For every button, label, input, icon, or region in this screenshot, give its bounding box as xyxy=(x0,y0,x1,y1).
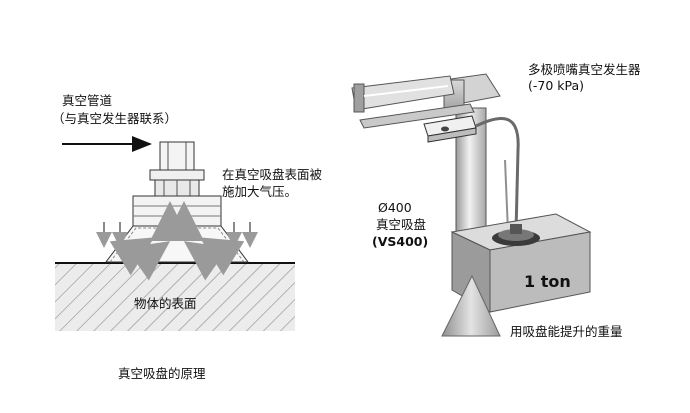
generator-label-line2: (-70 kPa) xyxy=(528,78,585,93)
pipe-label-line2: （与真空发生器联系） xyxy=(52,111,178,126)
vacuum-hose xyxy=(475,117,520,233)
surface-label: 物体的表面 xyxy=(134,296,197,311)
load-weight-label: 1 ton xyxy=(524,272,571,291)
support-cone xyxy=(441,274,501,337)
crane-arm xyxy=(351,75,475,129)
crane-column xyxy=(443,73,501,249)
pipe-label-line1: 真空管道 xyxy=(62,93,113,108)
left-caption: 真空吸盘的原理 xyxy=(118,366,206,381)
pressure-note-line2: 施加大气压。 xyxy=(222,184,298,199)
air-flow-arrows xyxy=(109,201,245,281)
generator-label-line1: 多极喷嘴真空发生器 xyxy=(528,62,641,77)
vacuum-pipe xyxy=(159,141,195,171)
cup-size-label: Ø400 xyxy=(378,200,412,215)
object-surface-block xyxy=(55,262,295,331)
pressure-note-line1: 在真空吸盘表面被 xyxy=(222,167,323,182)
right-caption: 用吸盘能提升的重量 xyxy=(510,324,623,339)
vacuum-generator-unit xyxy=(423,115,477,143)
cup-name-label: 真空吸盘 xyxy=(376,217,427,232)
suction-cup-right xyxy=(492,224,540,246)
cup-model-label: (VS400) xyxy=(372,234,429,249)
atmospheric-pressure-arrows xyxy=(96,222,258,248)
load-block xyxy=(450,213,592,313)
